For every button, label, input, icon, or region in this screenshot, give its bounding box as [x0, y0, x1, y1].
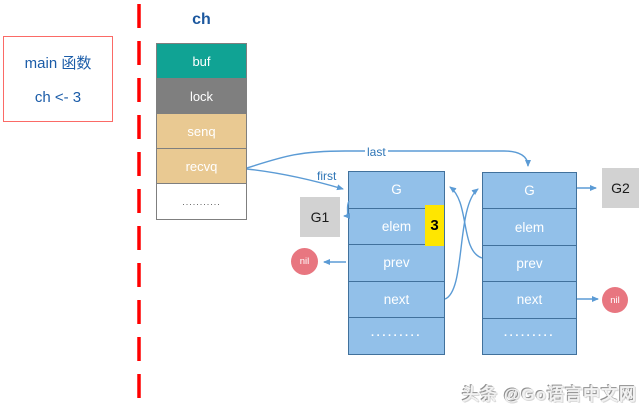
goroutine-struct-2: G elem prev next ·········: [482, 172, 577, 355]
main-function-box: main 函数 ch <- 3: [3, 36, 113, 122]
next1-to-struct2-arrow: [444, 188, 479, 300]
nil-badge-left: nil: [291, 248, 318, 275]
struct2-row-ellipsis: ·········: [483, 317, 576, 354]
channel-field-sendq: senq: [156, 113, 247, 149]
struct2-row-next: next: [483, 281, 576, 317]
struct1-row-next: next: [349, 280, 444, 318]
struct1-row-g: G: [391, 182, 402, 198]
struct1-row-ellipsis: ·········: [349, 317, 444, 354]
channel-field-recvq: recvq: [156, 148, 247, 184]
channel-title: ch: [192, 11, 211, 28]
goroutine-g1-box: G1: [300, 197, 340, 237]
struct1-row-prev: prev: [349, 244, 444, 281]
prev2-to-struct1-arrow: [449, 186, 483, 259]
struct2-row-g: G: [524, 183, 535, 199]
goroutine-g2-box: G2: [602, 168, 639, 208]
watermark-text: 头条 @Go语言中文网: [462, 385, 637, 404]
channel-send-expression: ch <- 3: [34, 88, 82, 106]
nil-badge-right: nil: [602, 287, 628, 313]
channel-field-lock: lock: [156, 78, 247, 114]
channel-struct-stack: buf lock senq recvq ...........: [156, 43, 247, 220]
goroutine-struct-1: G elem prev next ·········: [348, 171, 445, 355]
struct2-row-prev: prev: [483, 244, 576, 281]
struct2-row-elem: elem: [483, 208, 576, 244]
channel-field-ellipsis: ...........: [156, 183, 247, 220]
first-pointer-label: first: [317, 169, 337, 183]
main-function-label: main 函数: [24, 55, 92, 73]
last-pointer-label: last: [365, 145, 388, 159]
struct1-row-elem: elem: [349, 207, 444, 245]
channel-field-buf: buf: [156, 43, 247, 79]
elem-value-highlight: 3: [425, 205, 444, 246]
